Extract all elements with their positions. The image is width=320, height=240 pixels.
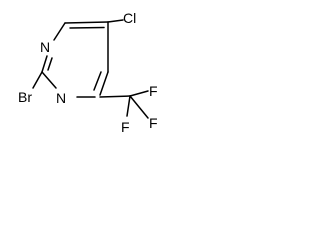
bond-cf3-f3 [129,95,149,119]
bond-c2-br [32,71,43,89]
structure-canvas: N N Cl Br F F F [0,0,194,138]
bond-c6-c5 [64,21,109,24]
bond-c4-cf3 [99,95,131,98]
atom-f3-label: F [149,115,158,131]
bond-c4-c5-inner [93,71,102,91]
atom-n3-label: N [56,90,66,106]
atom-f1-label: F [149,83,158,99]
chemical-structure: N N Cl Br F F F [18,10,158,135]
atom-br-label: Br [18,89,32,105]
bond-c5-cl [107,19,124,23]
atom-f2-label: F [121,119,130,135]
bond-cf3-f2 [126,95,131,117]
bond-cf3-f1 [129,90,149,97]
bond-c6-c5-inner [69,26,105,29]
atom-n1-label: N [40,39,50,55]
bond-c6-n1 [53,22,66,41]
bond-n1-c2 [41,55,48,73]
bond-c4-c5 [99,71,109,96]
atom-cl-label: Cl [123,10,136,26]
bond-c2-n3 [41,71,57,89]
bond-n1-c2-inner [47,57,53,71]
